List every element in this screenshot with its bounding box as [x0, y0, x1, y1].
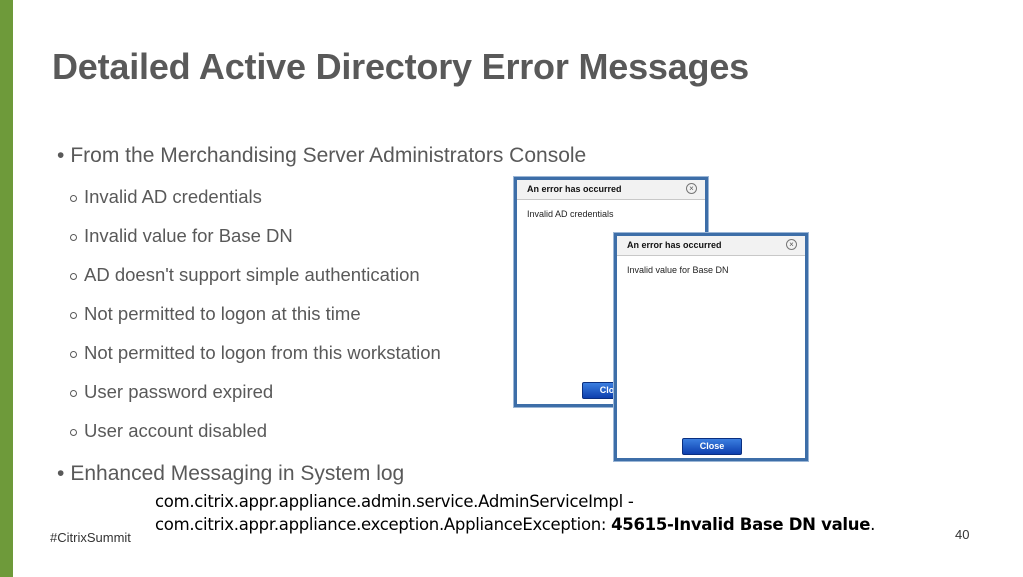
close-button[interactable]: Close — [682, 438, 742, 455]
dialog-message: Invalid AD credentials — [527, 209, 614, 219]
circle-bullet-icon — [70, 351, 77, 358]
dialog-title: An error has occurred — [527, 184, 622, 194]
dialog-message: Invalid value for Base DN — [627, 265, 729, 275]
error-item: Invalid value for Base DN — [70, 225, 293, 247]
bullet-syslog: •Enhanced Messaging in System log — [57, 462, 405, 485]
error-item: User account disabled — [70, 420, 267, 442]
circle-bullet-icon — [70, 234, 77, 241]
bullet-dot: • — [57, 144, 65, 167]
page-title: Detailed Active Directory Error Messages — [52, 46, 749, 87]
error-dialog-base-dn: An error has occurred × Invalid value fo… — [614, 233, 808, 461]
circle-bullet-icon — [70, 273, 77, 280]
page-number: 40 — [955, 527, 970, 542]
error-item: User password expired — [70, 381, 273, 403]
circle-bullet-icon — [70, 390, 77, 397]
bullet-dot: • — [57, 462, 65, 485]
close-icon[interactable]: × — [786, 239, 797, 250]
log-line-2: com.citrix.appr.appliance.exception.Appl… — [155, 515, 876, 534]
error-item: Invalid AD credentials — [70, 186, 262, 208]
circle-bullet-icon — [70, 195, 77, 202]
circle-bullet-icon — [70, 429, 77, 436]
dialog-header: An error has occurred × — [517, 180, 705, 200]
circle-bullet-icon — [70, 312, 77, 319]
footer-hashtag: #CitrixSummit — [50, 530, 131, 545]
log-error-code: 45615-Invalid Base DN value — [611, 515, 871, 534]
bullet-console: •From the Merchandising Server Administr… — [57, 144, 587, 167]
log-line-1: com.citrix.appr.appliance.admin.service.… — [155, 492, 634, 511]
dialog-header: An error has occurred × — [617, 236, 805, 256]
accent-bar — [0, 0, 13, 577]
error-item: Not permitted to logon from this worksta… — [70, 342, 441, 364]
close-icon[interactable]: × — [686, 183, 697, 194]
error-item: Not permitted to logon at this time — [70, 303, 361, 325]
dialog-title: An error has occurred — [627, 240, 722, 250]
error-item: AD doesn't support simple authentication — [70, 264, 420, 286]
